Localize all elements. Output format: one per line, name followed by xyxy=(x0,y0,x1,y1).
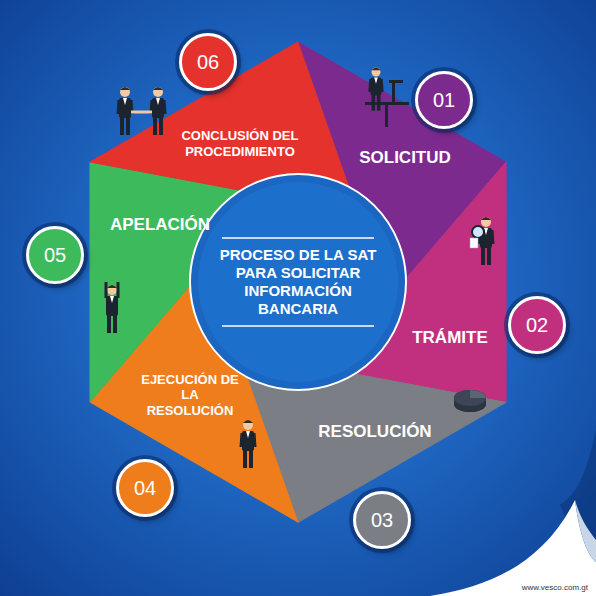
person-figure xyxy=(118,87,132,135)
person-figure xyxy=(106,282,118,333)
step-label: RESOLUCIÓN xyxy=(315,422,435,442)
step-number-circle: 06 xyxy=(179,33,237,91)
callout-number: 01 xyxy=(433,89,455,112)
step-number-circle: 02 xyxy=(508,296,566,354)
callout-number: 02 xyxy=(526,314,548,337)
step-number-circle: 01 xyxy=(415,71,473,129)
step-label: TRÁMITE xyxy=(402,328,497,348)
step-number-circle: 03 xyxy=(353,491,411,549)
step-number-circle: 04 xyxy=(116,459,174,517)
step-label: CONCLUSIÓN DEL PROCEDIMIENTO xyxy=(165,128,315,159)
website-label: www.vesco.com.gt xyxy=(522,583,588,592)
person-figure xyxy=(370,68,383,111)
callout-number: 03 xyxy=(371,509,393,532)
step-label: EJECUCIÓN DE LA RESOLUCIÓN xyxy=(140,372,240,419)
pie-chart xyxy=(454,390,486,412)
callout-number: 05 xyxy=(44,244,66,267)
step-label: SOLICITUD xyxy=(350,148,460,168)
step-number-circle: 05 xyxy=(26,226,84,284)
person-figure xyxy=(151,87,165,135)
diagram-title: PROCESO DE LA SAT PARA SOLICITAR INFORMA… xyxy=(212,246,384,318)
callout-number: 04 xyxy=(134,477,156,500)
magnifier xyxy=(470,226,484,248)
step-label: APELACIÓN xyxy=(104,215,216,235)
callout-number: 06 xyxy=(197,51,219,74)
person-figure xyxy=(241,420,255,468)
person-figure xyxy=(479,217,493,265)
handshake xyxy=(131,111,152,114)
